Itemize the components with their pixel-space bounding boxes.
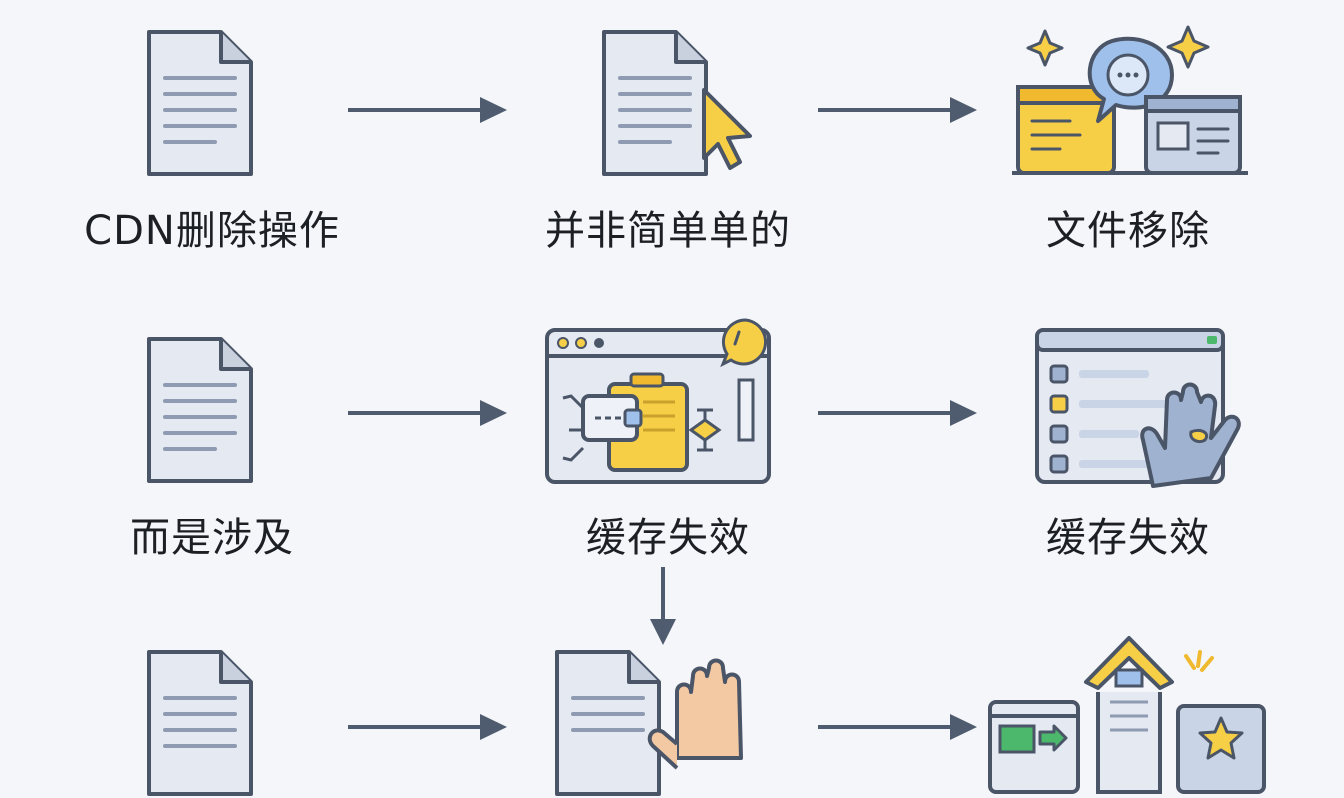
document-cursor-icon: [602, 30, 752, 176]
document-icon: [147, 650, 253, 796]
document-icon: [147, 30, 253, 176]
step5-label: 缓存失效: [586, 515, 750, 561]
arrow-down-icon: [650, 567, 676, 645]
file-chat-window-icon: [1012, 25, 1248, 175]
browser-cache-icon: [545, 318, 771, 484]
houses-windows-icon: [988, 636, 1266, 794]
step3-label: 文件移除: [1046, 208, 1210, 254]
arrow-right-icon: [818, 97, 977, 123]
arrow-right-icon: [348, 714, 507, 740]
step6-label: 缓存失效: [1046, 515, 1210, 561]
step1-label: CDN删除操作: [84, 208, 340, 254]
document-icon: [147, 337, 253, 483]
document-hand-icon: [555, 650, 743, 796]
browser-list-hand-icon: [1035, 328, 1241, 488]
step2-label: 并非简单单的: [545, 208, 791, 254]
step4-label: 而是涉及: [130, 515, 294, 561]
arrow-right-icon: [348, 97, 507, 123]
arrow-right-icon: [348, 400, 507, 426]
arrow-right-icon: [818, 714, 977, 740]
arrow-right-icon: [818, 400, 977, 426]
